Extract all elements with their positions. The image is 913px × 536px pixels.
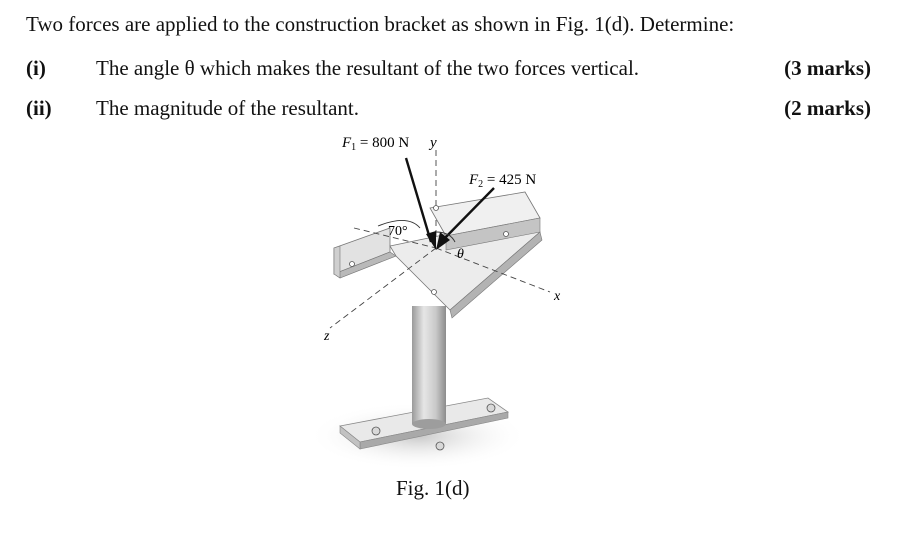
x-axis-label: x bbox=[553, 289, 561, 304]
force-arrow-f2 bbox=[436, 187, 495, 250]
question-text: The angle θ which makes the resultant of… bbox=[96, 56, 640, 80]
question-text: The magnitude of the resultant. bbox=[96, 96, 360, 120]
f2-label: F2 = 425 N bbox=[468, 172, 536, 190]
angle-arc-theta bbox=[435, 231, 456, 243]
problem-intro: Two forces are applied to the constructi… bbox=[26, 12, 735, 36]
x-axis-line bbox=[435, 247, 551, 293]
f1-label: F1 = 800 N bbox=[341, 135, 409, 153]
bracket-figure: F1 = 800 N y F2 = 425 N 70° θ x z bbox=[310, 135, 561, 470]
angle-theta-label: θ bbox=[457, 247, 464, 262]
question-marks: (2 marks) bbox=[784, 96, 871, 120]
force-arrow-f1 bbox=[404, 157, 436, 250]
support-column bbox=[412, 306, 446, 429]
reference-line bbox=[353, 227, 437, 249]
bracket-left-flange bbox=[333, 227, 397, 279]
question-marks: (3 marks) bbox=[784, 56, 871, 80]
y-axis-label: y bbox=[428, 135, 437, 151]
z-axis-line bbox=[329, 247, 437, 329]
bolt-hole-icon bbox=[349, 205, 509, 295]
angle-70-label: 70° bbox=[388, 224, 408, 239]
figure-caption: Fig. 1(d) bbox=[396, 476, 470, 500]
question-number: (ii) bbox=[26, 96, 52, 120]
z-axis-label: z bbox=[323, 329, 330, 344]
bolt-icon bbox=[371, 403, 496, 451]
question-number: (i) bbox=[26, 56, 46, 80]
angle-arc-70 bbox=[377, 220, 421, 229]
